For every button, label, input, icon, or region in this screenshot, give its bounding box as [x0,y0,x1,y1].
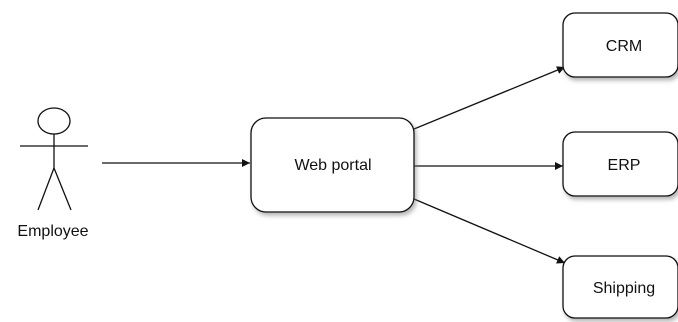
erp-box [562,131,678,197]
shipping-box [562,255,678,319]
web-portal-box [250,117,415,213]
actor-right-leg [53,167,72,211]
node-crm: CRM [562,12,678,78]
node-web-portal: Web portal [250,117,415,213]
actor-left-leg [37,167,55,211]
node-erp: ERP [562,131,678,197]
erp-label: ERP [608,157,641,174]
shipping-label: Shipping [593,280,655,297]
web-portal-label: Web portal [294,157,371,174]
employee-actor: Employee [17,107,89,240]
crm-box [562,12,678,78]
node-shipping: Shipping [562,255,678,319]
crm-label: CRM [606,38,642,55]
arrow-portal-to-shipping [413,198,566,264]
arrow-portal-to-crm [413,66,566,130]
actor-label: Employee [17,223,88,240]
actor-head [37,107,71,135]
connectors [102,66,566,264]
